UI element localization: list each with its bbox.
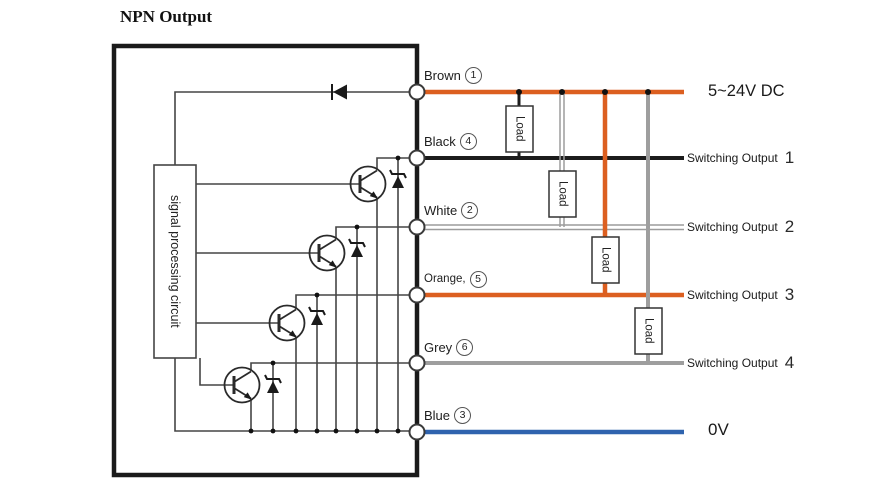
wire-name: Orange, bbox=[424, 273, 466, 285]
npn-transistor-icon bbox=[308, 234, 346, 272]
pin-number: 2 bbox=[461, 201, 479, 219]
pin-number: 4 bbox=[459, 132, 477, 150]
load-box-2 bbox=[548, 170, 577, 218]
reverse-protection-diode-icon bbox=[331, 84, 347, 100]
sensor-enclosure-box bbox=[111, 43, 420, 478]
wire-name: White bbox=[424, 202, 458, 218]
load-box-3 bbox=[591, 236, 620, 284]
output-number: 1 bbox=[784, 148, 795, 167]
wire-name: Black bbox=[424, 133, 456, 149]
switching-output-label-4: Switching Output 4 bbox=[687, 353, 795, 372]
output-text: Switching Output bbox=[687, 356, 778, 370]
switching-output-label-1: Switching Output 1 bbox=[687, 148, 795, 167]
zener-diode-icon bbox=[264, 374, 282, 393]
pin-number: 1 bbox=[464, 66, 482, 84]
collector-line-1 bbox=[376, 157, 410, 170]
output-text: Switching Output bbox=[687, 288, 778, 302]
npn-transistor-icon bbox=[223, 366, 261, 404]
base-line-4 bbox=[199, 358, 234, 386]
terminal-pin-white bbox=[408, 218, 426, 236]
load-box-4 bbox=[634, 307, 663, 355]
output-text: Switching Output bbox=[687, 220, 778, 234]
pin-number: 5 bbox=[469, 270, 487, 288]
load-drop-white bbox=[559, 92, 565, 227]
supply-feed-line bbox=[174, 91, 410, 165]
zener-diode-icon bbox=[348, 238, 366, 257]
wire-label-black: Black 4 bbox=[424, 132, 477, 150]
internal-circuit-lines bbox=[174, 91, 410, 432]
npn-transistor-icon bbox=[268, 304, 306, 342]
load-box-1 bbox=[505, 105, 534, 153]
load-label-4: Load bbox=[642, 318, 655, 344]
signal-processing-label: signal processing circuit bbox=[168, 195, 182, 328]
signal-processing-box bbox=[153, 164, 197, 359]
zener-diode-icon bbox=[308, 306, 326, 325]
terminal-pin-grey bbox=[408, 354, 426, 372]
collector-line-3 bbox=[295, 294, 410, 309]
diagram-title: NPN Output bbox=[120, 7, 213, 26]
white-wire bbox=[417, 224, 684, 231]
ground-label: 0V bbox=[708, 420, 729, 439]
terminal-pin-orange bbox=[408, 286, 426, 304]
npn-transistor-icon bbox=[349, 165, 387, 203]
wire-name: Grey bbox=[424, 339, 453, 355]
pin-number: 6 bbox=[456, 338, 474, 356]
wire-name: Brown bbox=[424, 67, 461, 83]
terminal-pin-black bbox=[408, 149, 426, 167]
power-label: 5~24V DC bbox=[708, 82, 785, 100]
switching-output-label-2: Switching Output 2 bbox=[687, 217, 795, 236]
terminal-pin-brown bbox=[408, 83, 426, 101]
zener-diode-icons bbox=[264, 169, 407, 393]
terminal-pins bbox=[408, 83, 426, 441]
terminal-pin-blue bbox=[408, 423, 426, 441]
wire-label-grey: Grey 6 bbox=[424, 338, 474, 356]
wire-label-white: White 2 bbox=[424, 201, 479, 219]
wire-label-brown: Brown 1 bbox=[424, 66, 482, 84]
load-drop-wires bbox=[517, 92, 650, 363]
output-number: 2 bbox=[784, 217, 795, 236]
load-boxes bbox=[505, 105, 663, 355]
ground-line bbox=[174, 358, 410, 432]
output-number: 4 bbox=[784, 353, 795, 372]
zener-diode-icon bbox=[389, 169, 407, 188]
output-text: Switching Output bbox=[687, 151, 778, 165]
wire-name: Blue bbox=[424, 407, 451, 423]
wire-label-orange: Orange, 5 bbox=[424, 270, 487, 288]
pin-number: 3 bbox=[454, 406, 472, 424]
collector-line-2 bbox=[335, 226, 410, 239]
wire-label-blue: Blue 3 bbox=[424, 406, 472, 424]
load-label-1: Load bbox=[513, 116, 526, 142]
junction-dots bbox=[248, 89, 651, 434]
npn-transistor-icons bbox=[223, 165, 387, 404]
load-label-2: Load bbox=[556, 181, 569, 207]
switching-output-label-3: Switching Output 3 bbox=[687, 285, 795, 304]
load-label-3: Load bbox=[599, 247, 612, 273]
output-wires bbox=[417, 89, 684, 435]
output-number: 3 bbox=[784, 285, 795, 304]
